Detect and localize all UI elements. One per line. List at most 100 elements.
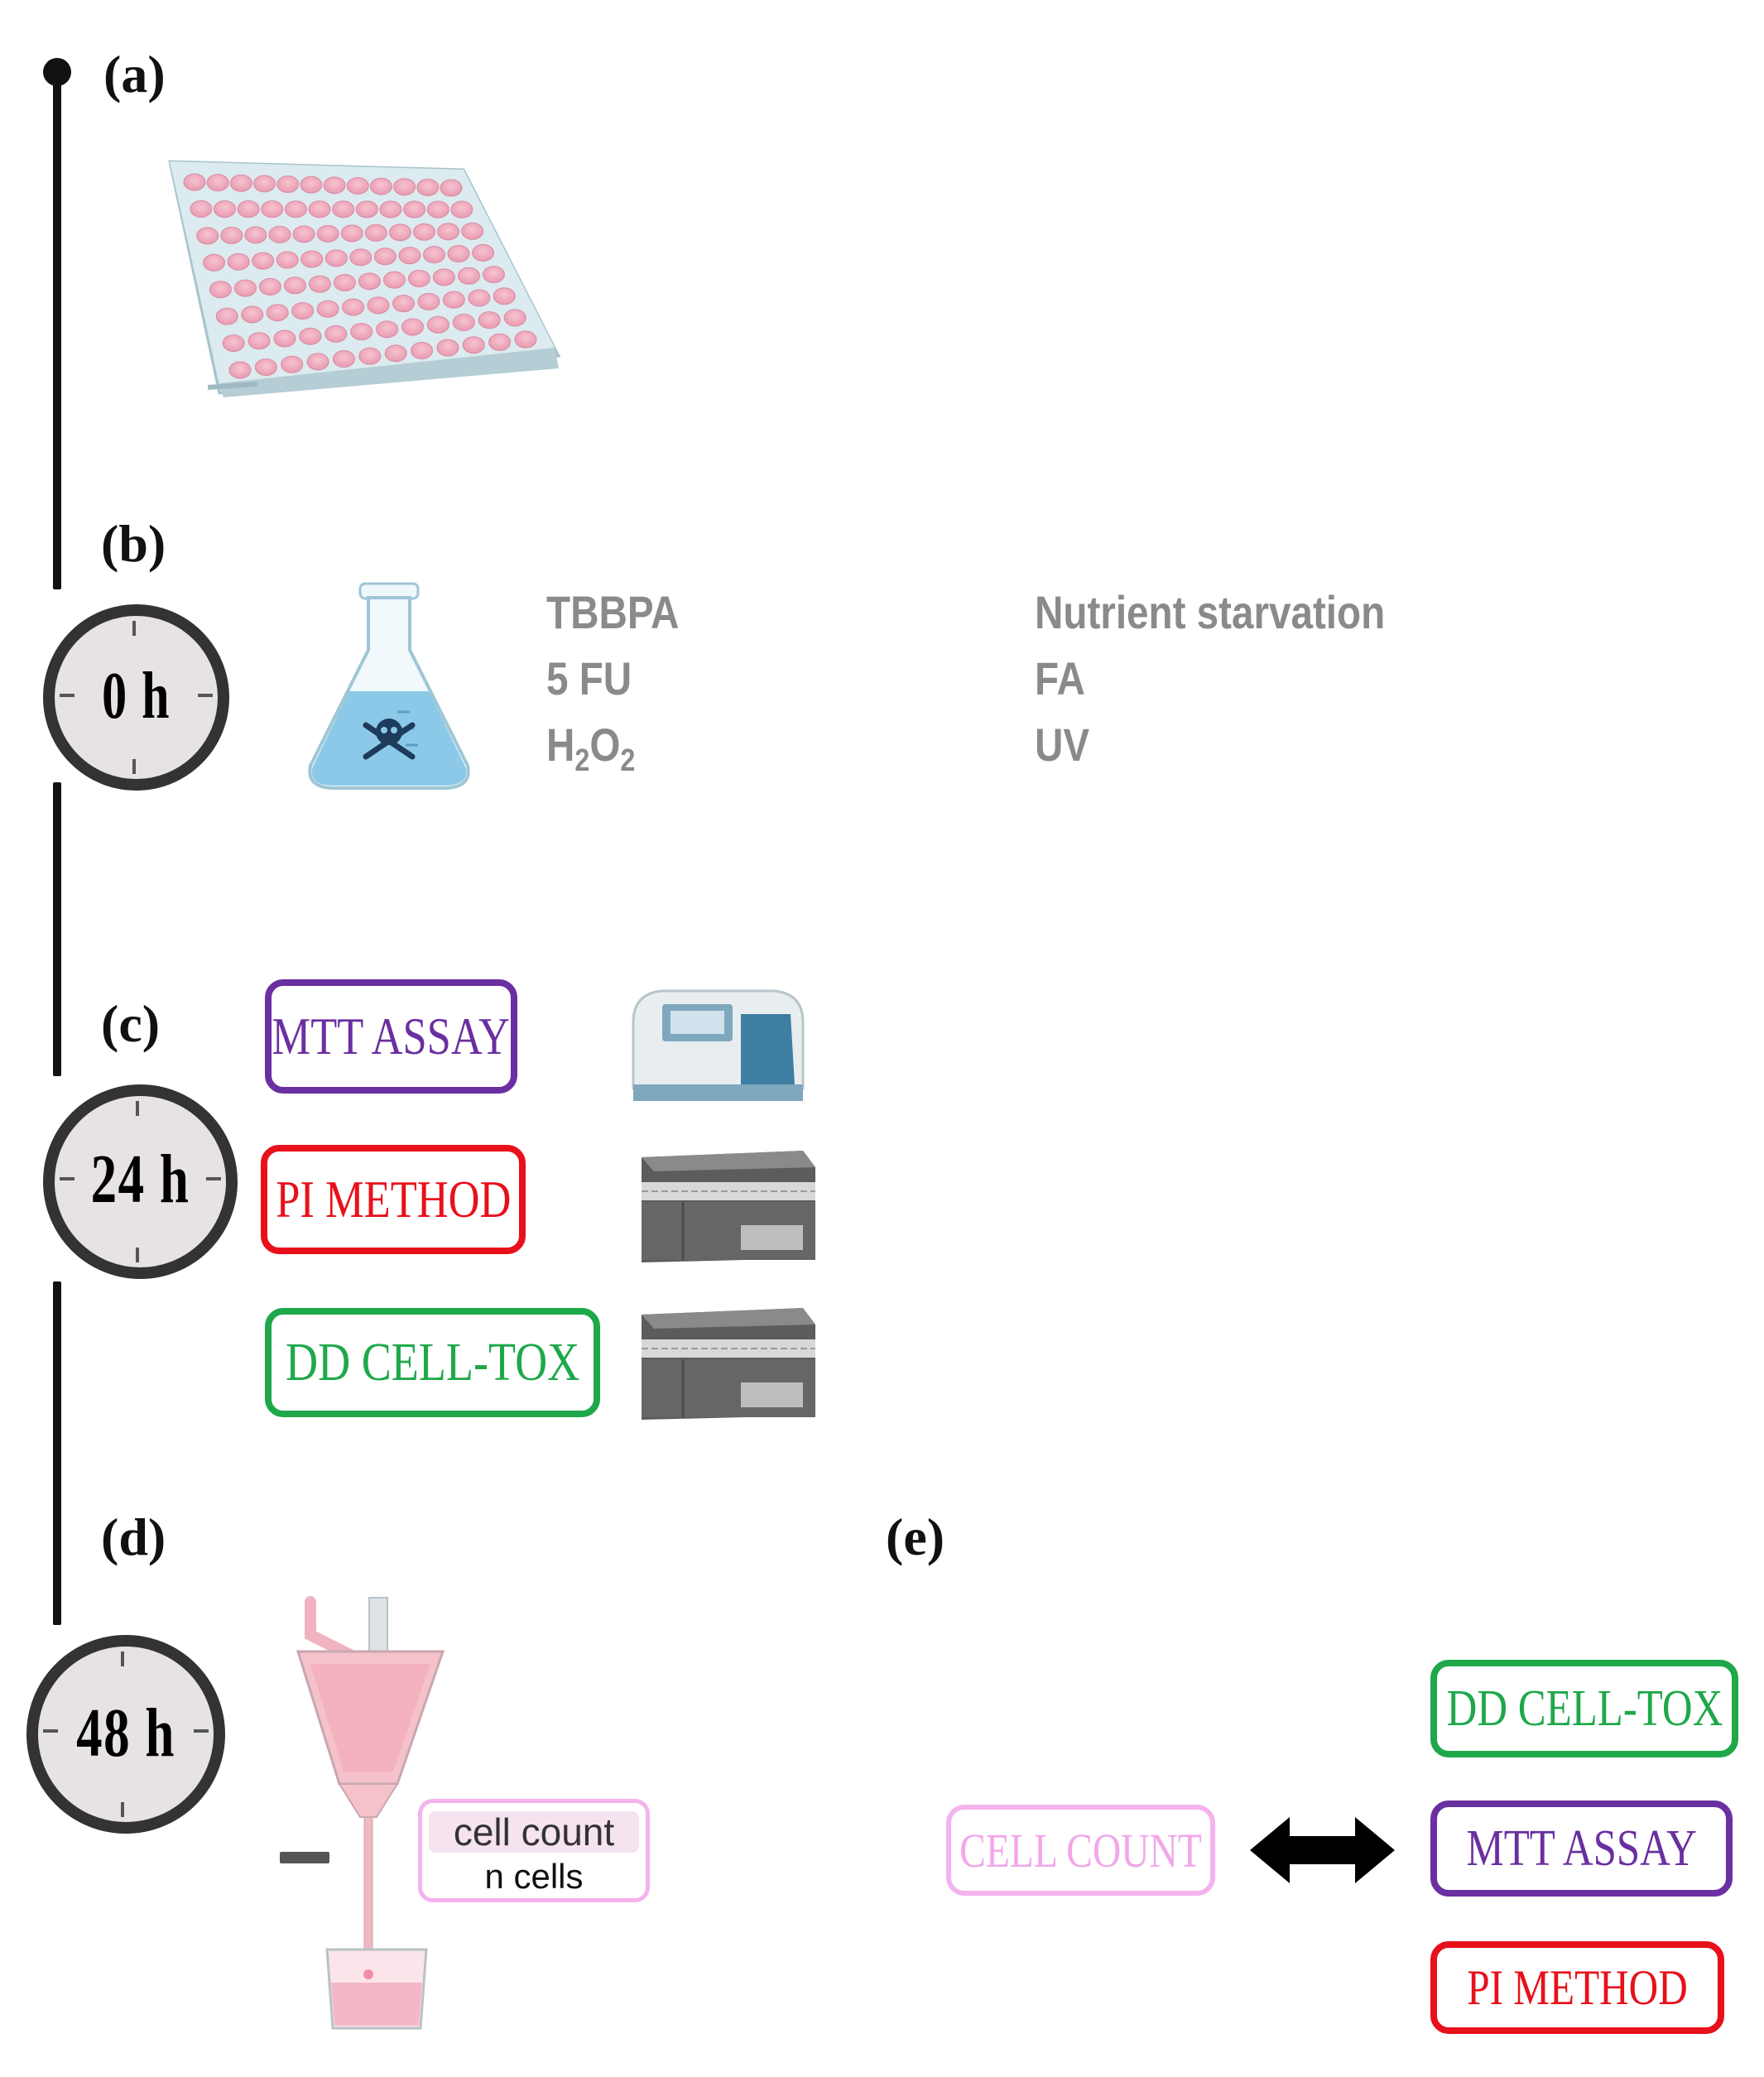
- plate-well: [253, 175, 276, 193]
- plate-well: [332, 350, 355, 368]
- plate-well: [291, 301, 315, 320]
- plate-well: [436, 339, 459, 357]
- cell-filter-icon: [296, 1596, 445, 2030]
- fluorescence-reader-icon: [642, 1151, 815, 1262]
- clock-label-0h: 0 h: [102, 660, 171, 733]
- plate-well: [281, 355, 304, 373]
- dd-cell-tox-box: DD CELL-TOX: [265, 1308, 600, 1417]
- treatment-nutrient-starvation: Nutrient starvation: [1035, 586, 1386, 638]
- clock-0h-icon: 0 h: [43, 604, 229, 791]
- plate-well: [292, 225, 315, 243]
- plate-well: [196, 227, 219, 245]
- plate-well: [478, 311, 501, 329]
- plate-well: [440, 179, 463, 197]
- plate-well: [432, 268, 455, 286]
- plate-well: [340, 224, 363, 243]
- plate-well: [488, 333, 512, 351]
- plate-well: [300, 250, 324, 268]
- plate-well: [426, 315, 449, 334]
- plate-well: [349, 248, 373, 267]
- plate-well: [514, 330, 537, 349]
- plate-well: [308, 275, 331, 293]
- plate-well: [252, 252, 275, 270]
- plate-well: [379, 200, 402, 219]
- panel-label-c: (c): [101, 994, 161, 1053]
- mtt-assay-box-e: MTT ASSAY: [1430, 1801, 1733, 1897]
- plate-well: [376, 320, 399, 339]
- plate-well: [254, 358, 277, 377]
- plate-well: [503, 309, 526, 327]
- plate-well: [364, 224, 387, 242]
- treatment-h2o2-sub-2b: 2: [620, 743, 636, 779]
- cell-count-value: n cells: [484, 1857, 584, 1896]
- plate-well: [401, 318, 425, 336]
- plate-well: [407, 270, 430, 288]
- fluorescence-reader-icon: [642, 1308, 815, 1420]
- clock-24h-icon: 24 h: [43, 1084, 238, 1279]
- plate-well: [411, 341, 434, 359]
- plate-well: [206, 174, 229, 192]
- plate-well: [284, 200, 307, 219]
- clock-label-24h: 24 h: [90, 1141, 190, 1218]
- timeline-segment: [53, 782, 61, 1076]
- plate-well: [442, 291, 465, 309]
- plate-well: [276, 251, 299, 269]
- plate-well: [416, 178, 440, 196]
- plate-well: [457, 267, 480, 285]
- panel-label-e: (e): [886, 1507, 945, 1566]
- treatment-tbbpa: TBBPA: [546, 586, 680, 638]
- plate-well: [461, 222, 484, 240]
- plate-well: [398, 247, 421, 265]
- plate-well: [393, 178, 416, 196]
- treatment-h2o2: H2O2: [546, 719, 636, 779]
- plate-well: [241, 305, 264, 324]
- plate-well: [403, 200, 426, 219]
- double-arrow-icon: [1250, 1817, 1395, 1883]
- plate-well: [300, 175, 323, 194]
- plate-well: [333, 273, 356, 291]
- plate-well: [324, 249, 348, 267]
- plate-well: [261, 200, 284, 219]
- plate-well: [384, 344, 407, 363]
- plate-well: [268, 225, 291, 243]
- cell-count-title: cell count: [429, 1811, 639, 1853]
- plate-well: [222, 334, 245, 353]
- cell-count-readout: cell count n cells: [418, 1799, 650, 1902]
- plate-well: [422, 246, 445, 264]
- plate-well: [388, 224, 411, 242]
- plate-well: [450, 200, 473, 219]
- plate-well: [203, 253, 226, 272]
- timeline-segment: [53, 75, 61, 589]
- plate-well: [233, 279, 257, 297]
- plate-well: [373, 248, 397, 266]
- treatment-uv: UV: [1035, 719, 1090, 771]
- plate-well: [413, 223, 436, 241]
- toxic-flask-icon: [308, 582, 470, 790]
- plate-well: [306, 353, 329, 371]
- plate-well: [462, 336, 485, 354]
- clock-label-48h: 48 h: [76, 1695, 175, 1772]
- well-plate-icon: [168, 160, 561, 397]
- plate-well: [190, 200, 213, 218]
- panel-label-d: (d): [101, 1507, 166, 1566]
- plate-well: [215, 307, 238, 325]
- plate-well: [332, 200, 355, 219]
- plate-well: [358, 272, 381, 291]
- treatment-fa: FA: [1035, 652, 1085, 704]
- plate-well: [316, 224, 339, 243]
- plate-well: [493, 287, 516, 305]
- plate-well: [213, 200, 236, 218]
- plate-well: [447, 245, 470, 263]
- clock-48h-icon: 48 h: [26, 1635, 225, 1834]
- plate-well: [209, 281, 232, 299]
- timeline-segment: [53, 1281, 61, 1625]
- plate-well: [248, 332, 271, 350]
- plate-well: [369, 177, 392, 195]
- plate-well: [468, 289, 491, 307]
- plate-well: [342, 298, 365, 316]
- plate-well: [244, 226, 267, 244]
- plate-well: [350, 323, 373, 341]
- treatment-h2o2-o: O: [589, 719, 621, 771]
- cell-count-box: CELL COUNT: [946, 1805, 1215, 1896]
- plate-well: [482, 266, 505, 284]
